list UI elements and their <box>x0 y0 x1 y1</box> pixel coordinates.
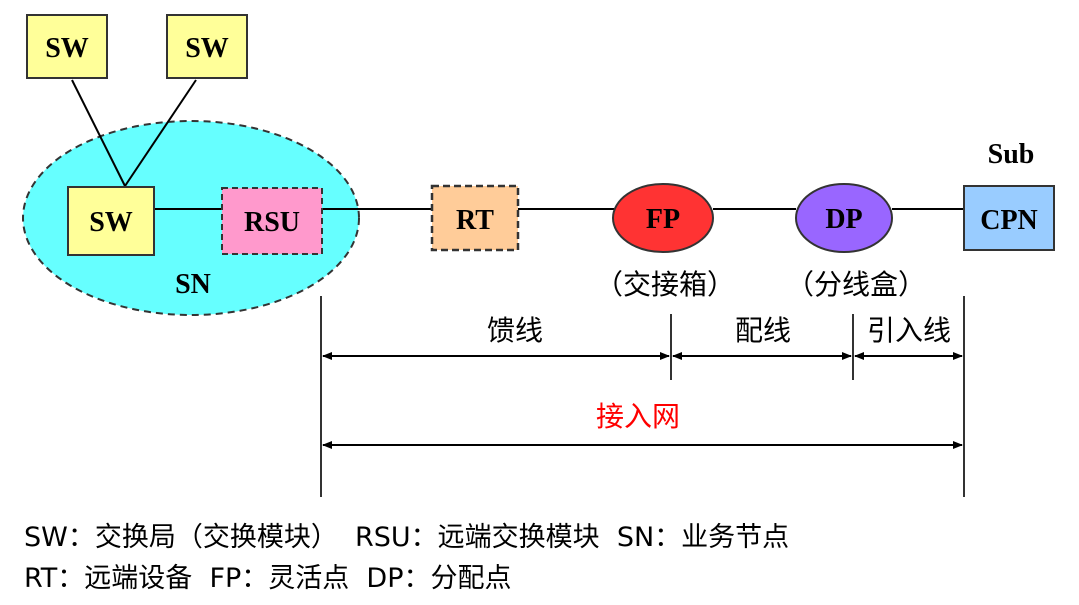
dp-caption: （分线盒） <box>786 268 926 301</box>
legend-line-1: SW：交换局（交换模块） RSU：远端交换模块 SN：业务节点 <box>24 522 790 553</box>
sub-label: Sub <box>988 139 1035 170</box>
sn-label: SN <box>175 269 211 300</box>
distribution-label: 配线 <box>735 314 791 347</box>
fp-ellipse <box>612 183 714 253</box>
sw-top-left-box <box>26 14 108 79</box>
rt-box <box>430 184 520 252</box>
link-sw-top-left <box>71 79 126 187</box>
rsu-box <box>221 187 323 255</box>
dp-ellipse <box>795 183 893 253</box>
sw-inner-box <box>67 186 155 256</box>
rsu-label: RSU <box>244 207 300 238</box>
drop-label: 引入线 <box>867 314 951 347</box>
sn-ellipse <box>22 120 360 316</box>
fp-label: FP <box>646 204 680 235</box>
fp-caption: （交接箱） <box>595 268 735 301</box>
feeder-label: 馈线 <box>487 314 543 347</box>
cpn-label: CPN <box>980 205 1038 236</box>
sw-top-right-box <box>166 14 248 79</box>
link-sw-top-right <box>124 79 197 187</box>
access-network-label: 接入网 <box>596 400 680 433</box>
cpn-box <box>963 185 1055 251</box>
sw-top-left-label: SW <box>45 33 89 64</box>
sw-top-right-label: SW <box>185 33 229 64</box>
dp-label: DP <box>825 204 862 235</box>
sw-inner-label: SW <box>89 207 133 238</box>
rt-label: RT <box>456 205 494 236</box>
legend-line-2: RT：远端设备 FP：灵活点 DP：分配点 <box>24 563 512 594</box>
